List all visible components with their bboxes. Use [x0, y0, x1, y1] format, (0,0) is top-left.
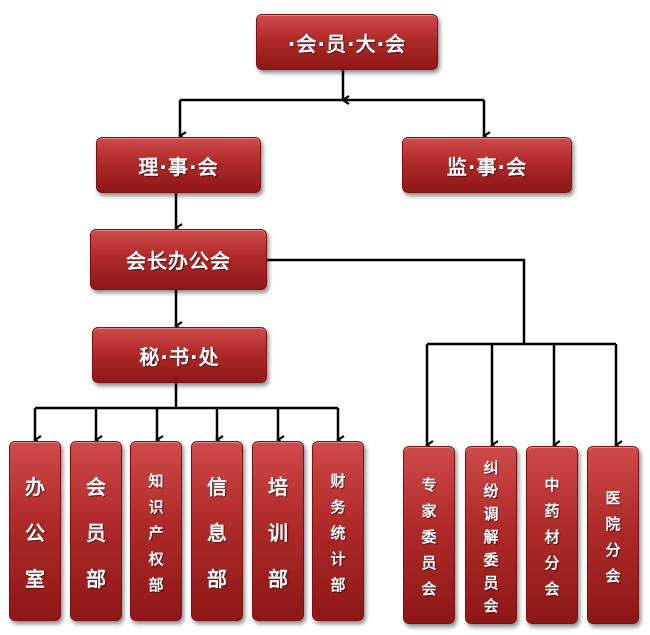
dept-char: 办 [25, 475, 45, 499]
committee-char: 会 [605, 567, 621, 585]
committee-char: 委 [421, 528, 437, 546]
dept-char: 部 [86, 567, 106, 591]
dept-char: 统 [330, 524, 346, 542]
secretariat-label: 秘·书·处 [139, 344, 220, 369]
committee-char: 家 [421, 502, 437, 520]
committee-char: 纷 [483, 481, 499, 500]
dept-char: 务 [330, 498, 346, 516]
supervisors-label: 监·事·会 [446, 154, 528, 179]
dept-char: 训 [268, 521, 288, 545]
department-information-box: 信 息 部 [191, 441, 243, 621]
council-box: 理·事·会 [96, 137, 261, 193]
dept-char: 计 [330, 550, 346, 568]
general-assembly-label: ·会·员·大·会 [287, 31, 407, 56]
committee-herbal-box: 中 药 材 分 会 [526, 446, 578, 624]
department-office-box: 办 公 室 [9, 441, 61, 621]
dept-char: 部 [330, 576, 346, 594]
dept-char: 室 [25, 567, 45, 591]
committee-char: 医 [605, 489, 621, 507]
committee-char: 委 [483, 550, 499, 569]
committee-char: 药 [544, 502, 560, 520]
dept-char: 部 [148, 576, 164, 594]
council-label: 理·事·会 [138, 154, 219, 179]
dept-char: 息 [207, 521, 227, 545]
committee-char: 会 [544, 580, 560, 598]
committee-char: 院 [605, 515, 621, 533]
committee-char: 会 [483, 596, 499, 615]
dept-char: 会 [86, 475, 106, 499]
dept-char: 员 [86, 521, 106, 545]
department-membership-box: 会 员 部 [70, 441, 122, 621]
dept-char: 部 [268, 567, 288, 591]
committee-char: 员 [483, 573, 499, 592]
committee-branch-line [267, 258, 526, 344]
committee-char: 纠 [483, 458, 499, 477]
dept-char: 识 [148, 498, 164, 516]
committee-mediation-box: 纠 纷 调 解 委 员 会 [465, 446, 517, 624]
dept-char: 公 [25, 521, 45, 545]
dept-char: 财 [330, 472, 346, 490]
committee-char: 专 [421, 476, 437, 494]
committee-char: 分 [544, 554, 560, 572]
committee-char: 会 [421, 580, 437, 598]
dept-char: 信 [207, 475, 227, 499]
dept-char: 知 [148, 472, 164, 490]
president-office-box: 会长办公会 [90, 229, 267, 290]
dept-char: 培 [268, 475, 288, 499]
dept-char: 权 [148, 550, 164, 568]
department-training-box: 培 训 部 [252, 441, 304, 621]
committee-char: 员 [421, 554, 437, 572]
general-assembly-box: ·会·员·大·会 [256, 14, 438, 70]
committee-char: 分 [605, 541, 621, 559]
department-finance-box: 财 务 统 计 部 [312, 441, 364, 621]
secretariat-box: 秘·书·处 [92, 327, 267, 383]
committee-hospital-box: 医 院 分 会 [587, 446, 639, 624]
dept-char: 部 [207, 567, 227, 591]
dept-char: 产 [148, 524, 164, 542]
president-office-label: 会长办公会 [126, 249, 231, 273]
committee-char: 调 [483, 504, 499, 523]
committee-char: 材 [544, 528, 560, 546]
department-ip-box: 知 识 产 权 部 [130, 441, 182, 621]
committee-char: 解 [483, 527, 499, 546]
supervisors-box: 监·事·会 [402, 137, 572, 193]
committee-char: 中 [544, 476, 560, 494]
committee-experts-box: 专 家 委 员 会 [403, 446, 455, 624]
